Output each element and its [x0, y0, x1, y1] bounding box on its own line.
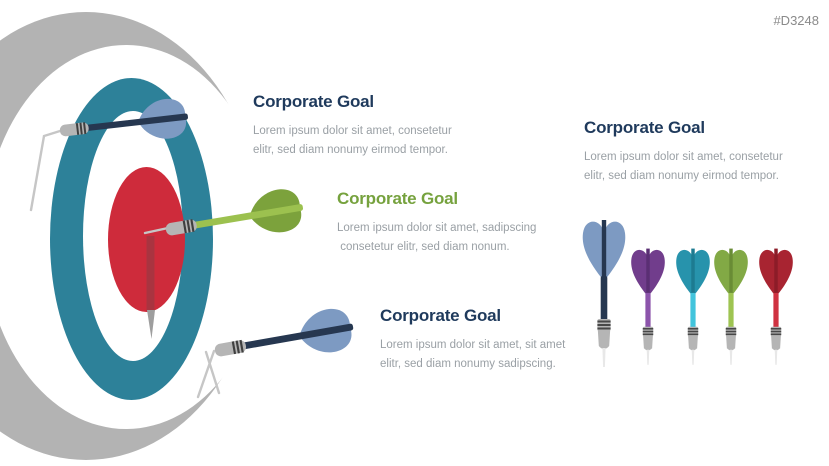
row-dart-teal [676, 248, 710, 365]
goal-body-3: Lorem ipsum dolor sit amet, sit amet eli… [380, 339, 566, 370]
goal-body-4: Lorem ipsum dolor sit amet, consetetur e… [584, 151, 783, 182]
goal-title-1: Corporate Goal [253, 92, 374, 111]
goal-body-2: Lorem ipsum dolor sit amet, sadipscing c… [337, 222, 537, 253]
row-dart-red [759, 248, 793, 365]
goal-block-3: Corporate Goal Lorem ipsum dolor sit ame… [380, 306, 595, 373]
slide-id-label: #D3248 [773, 13, 819, 28]
row-dart-green [714, 248, 748, 365]
goal-title-2: Corporate Goal [337, 189, 458, 208]
goal-body-1: Lorem ipsum dolor sit amet, consetetur e… [253, 125, 452, 156]
goal-title-4: Corporate Goal [584, 118, 705, 137]
goal-block-1: Corporate Goal Lorem ipsum dolor sit ame… [253, 92, 468, 159]
goal-block-2: Corporate Goal Lorem ipsum dolor sit ame… [337, 189, 552, 256]
dartboard-bullseye [108, 167, 185, 312]
row-dart-purple [631, 248, 665, 365]
goal-title-3: Corporate Goal [380, 306, 501, 325]
goal-block-4: Corporate Goal Lorem ipsum dolor sit ame… [584, 118, 799, 185]
